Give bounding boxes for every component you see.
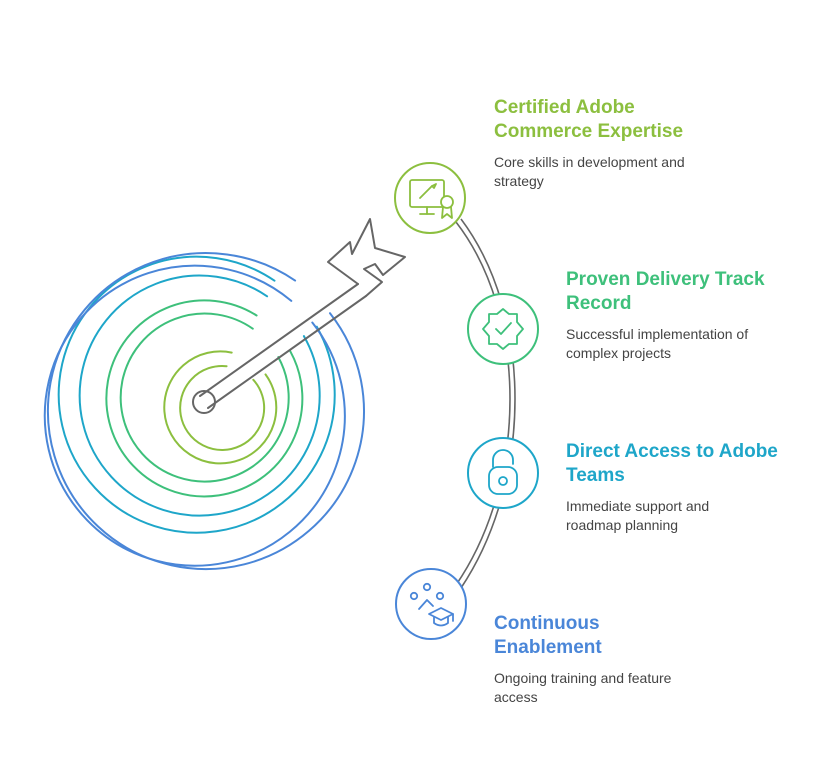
item-description: Successful implementation of complex pro… [566,326,749,361]
connector-arc [455,218,516,589]
target-ring-3 [119,312,290,483]
arrow [192,218,406,414]
icon-circle-2 [467,293,539,365]
target-ring-4 [105,299,304,498]
verified-badge-icon [482,308,524,350]
item-title: Direct Access to Adobe Teams [566,441,778,486]
graduation-cap-icon [409,582,454,627]
item-title: Certified Adobe Commerce Expertise [494,97,684,142]
target-ring-2 [163,350,278,465]
item-proven-delivery-track-record: Proven Delivery Track Record Successful … [566,268,816,363]
unlocked-padlock-icon [488,449,518,495]
target-rings [43,252,365,571]
item-title: Continuous Enablement [494,613,602,658]
item-description: Ongoing training and feature access [494,670,672,705]
icon-circle-1 [394,162,466,234]
target-ring-8 [46,252,365,571]
target-ring-6 [57,255,336,534]
target-ring-7 [43,264,346,567]
target-ring-1 [179,364,266,451]
icon-circle-4 [395,568,467,640]
item-continuous-enablement: Continuous Enablement Ongoing training a… [494,612,744,707]
item-direct-access-to-adobe-teams: Direct Access to Adobe Teams Immediate s… [566,440,816,535]
item-title: Proven Delivery Track Record [566,269,765,314]
icon-circle-3 [467,437,539,509]
item-description: Core skills in development and strategy [494,154,685,189]
item-description: Immediate support and roadmap planning [566,498,710,533]
target-ring-5 [78,274,321,517]
arrow-fletching [327,218,406,297]
certificate-display-icon [409,179,454,219]
item-certified-adobe-commerce-expertise: Certified Adobe Commerce Expertise Core … [494,96,744,191]
